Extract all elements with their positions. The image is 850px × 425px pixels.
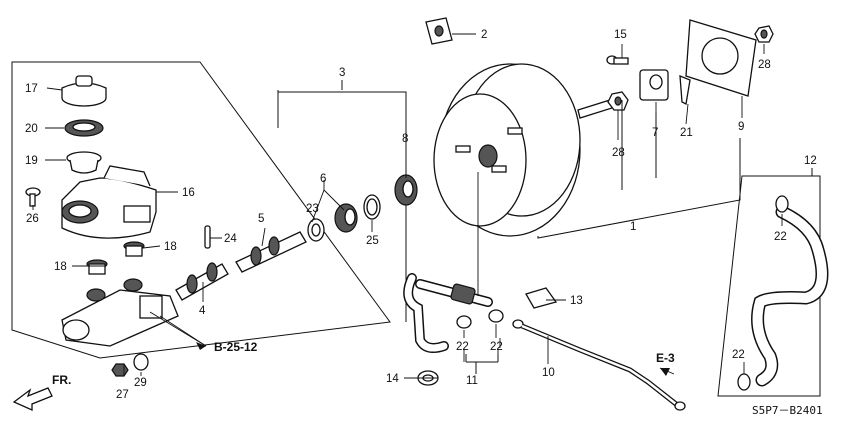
label-1: 1	[630, 221, 636, 233]
label-9: 9	[738, 121, 744, 133]
label-27: 27	[116, 389, 129, 401]
master-cylinder-body	[61, 278, 179, 347]
vacuum-tube-10	[512, 319, 686, 411]
vacuum-hose-12	[751, 205, 829, 387]
label-25: 25	[366, 235, 379, 247]
hose-clamp-22-a	[456, 315, 472, 329]
label-4: 4	[199, 305, 206, 317]
label-7: 7	[652, 127, 658, 139]
label-23: 23	[306, 203, 319, 215]
hose-clamp-22-d	[737, 373, 751, 391]
label-24: 24	[224, 233, 237, 245]
label-14: 14	[386, 373, 399, 385]
ref-e-3: E-3	[656, 351, 675, 365]
nut-28-a	[607, 91, 629, 111]
hose-clamp-22-c	[775, 195, 789, 213]
front-direction-label: FR.	[52, 373, 71, 387]
seal-kit-6	[334, 203, 358, 233]
hose-12-group-box	[717, 175, 821, 397]
label-22-c: 22	[774, 231, 787, 243]
label-13: 13	[570, 295, 583, 307]
b25-leader	[149, 311, 207, 347]
pin	[204, 225, 211, 249]
label-2: 2	[481, 29, 487, 41]
label-18-b: 18	[54, 261, 67, 273]
label-3: 3	[339, 67, 345, 79]
label-22-b: 22	[490, 341, 503, 353]
washer-29	[133, 353, 149, 371]
part-3-bracket	[277, 80, 407, 128]
label-18-a: 18	[164, 241, 177, 253]
part-11-bracket	[465, 354, 499, 374]
clip-13	[525, 287, 558, 309]
grommet-a	[123, 241, 145, 257]
label-28-b: 28	[758, 59, 771, 71]
grommet-b	[86, 259, 108, 275]
label-10: 10	[542, 367, 555, 379]
bolt-15	[606, 55, 629, 65]
seal-kit-23	[307, 218, 325, 242]
label-29: 29	[134, 377, 147, 389]
label-12: 12	[804, 155, 817, 167]
label-22-d: 22	[732, 349, 745, 361]
reservoir-bolt	[25, 187, 41, 207]
label-17: 17	[25, 83, 38, 95]
master-cylinder-group-box	[11, 61, 391, 359]
seal-8	[394, 174, 418, 206]
brake-booster	[433, 63, 613, 237]
washer-27	[111, 363, 129, 377]
secondary-piston	[175, 262, 229, 301]
label-5: 5	[258, 213, 264, 225]
label-16: 16	[182, 187, 195, 199]
label-26: 26	[26, 213, 39, 225]
clip-21	[679, 75, 691, 105]
label-8: 8	[402, 133, 408, 145]
leader-lines	[32, 33, 783, 379]
b25-arrow-head	[196, 342, 206, 350]
label-15: 15	[614, 29, 627, 41]
clevis-7	[639, 69, 669, 101]
reservoir-seal	[64, 119, 104, 137]
snap-ring-25	[363, 194, 381, 220]
label-11: 11	[466, 375, 478, 387]
brake-fluid-reservoir	[61, 165, 157, 239]
label-21: 21	[680, 127, 693, 139]
front-direction-arrow-icon	[12, 387, 53, 412]
reservoir-strainer	[66, 151, 102, 174]
label-22-a: 22	[456, 341, 469, 353]
label-20: 20	[25, 123, 38, 135]
label-19: 19	[25, 155, 38, 167]
reservoir-cap	[61, 75, 107, 107]
primary-piston	[235, 231, 307, 273]
nut-28-b	[754, 25, 774, 43]
diagram-code: S5P7－B2401	[752, 404, 823, 417]
e3-arrow-head	[660, 368, 670, 376]
ref-b-25-12: B-25-12	[214, 340, 258, 354]
vacuum-hose-check-valve	[403, 273, 493, 353]
label-28-a: 28	[612, 147, 625, 159]
booster-gasket-2	[425, 17, 453, 45]
booster-gasket-9	[685, 19, 757, 97]
hose-clamp-22-b	[488, 309, 504, 323]
label-6: 6	[320, 173, 326, 185]
